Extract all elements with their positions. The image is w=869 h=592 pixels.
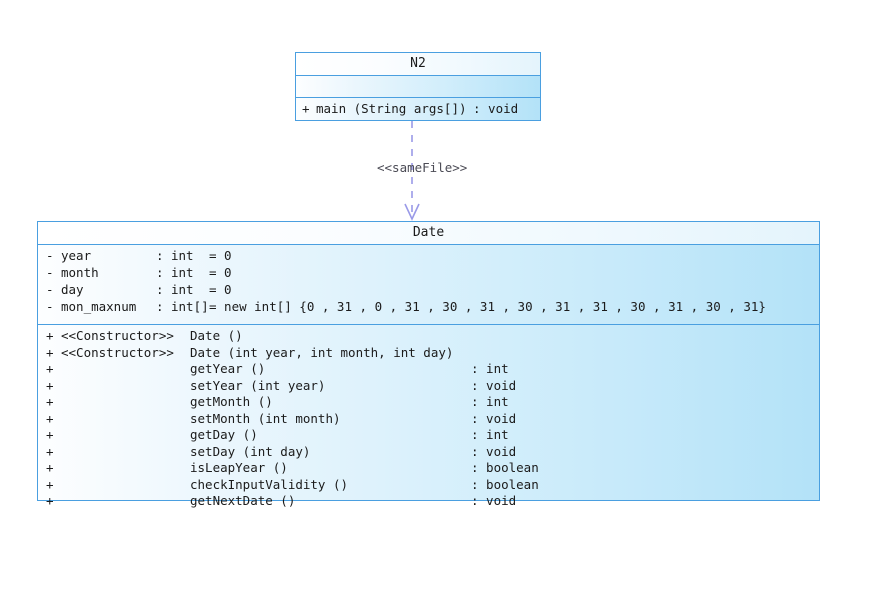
visibility-marker: - <box>46 265 54 280</box>
visibility-marker: - <box>46 248 54 263</box>
attribute-name: year <box>61 248 92 263</box>
dependency-stereotype-label: <<sameFile>> <box>377 160 468 175</box>
operation-signature: setMonth (int month) <box>190 410 341 426</box>
class-box-date[interactable]: Date - year : int = 0 - month : int = 0 … <box>37 221 820 508</box>
attributes-compartment-n2 <box>296 76 540 98</box>
operation-return-type: : int <box>471 427 509 442</box>
attribute-type: int <box>171 248 194 263</box>
attribute-row: - day : int = 0 <box>38 281 819 298</box>
attribute-row: - year : int = 0 <box>38 247 819 264</box>
operation-return-type: : void <box>471 377 517 393</box>
attribute-name: month <box>61 265 99 280</box>
attribute-colon: : <box>156 265 164 280</box>
dependency-open-arrowhead <box>404 203 420 221</box>
operations-compartment-n2: + main (String args[]) : void <box>296 98 540 120</box>
operation-signature: getYear () <box>190 361 266 376</box>
visibility-marker: - <box>46 299 54 314</box>
operation-signature: getNextDate () <box>190 493 296 508</box>
operation-signature: setYear (int year) <box>190 377 326 393</box>
operation-row: + setDay (int day) : void <box>38 444 819 461</box>
class-name-date: Date <box>38 222 819 245</box>
visibility-marker: + <box>46 476 54 492</box>
attribute-default: = 0 <box>209 265 232 280</box>
attribute-row: - mon_maxnum : int[] = new int[] {0 , 31… <box>38 298 819 315</box>
visibility-marker: + <box>46 410 54 426</box>
attribute-default: = 0 <box>209 282 232 297</box>
operation-row: + <<Constructor>> Date () <box>38 328 819 345</box>
attribute-name: day <box>61 282 84 297</box>
operation-signature: checkInputValidity () <box>190 476 349 492</box>
operation-row: + getDay () : int <box>38 427 819 444</box>
visibility-marker: + <box>46 493 54 508</box>
visibility-marker: + <box>46 427 54 442</box>
operation-signature: isLeapYear () <box>190 460 288 475</box>
operation-stereotype: <<Constructor>> <box>61 344 174 360</box>
operation-row: + setMonth (int month) : void <box>38 411 819 428</box>
operation-row: + isLeapYear () : boolean <box>38 460 819 477</box>
visibility-marker: + <box>46 460 54 475</box>
operation-return-type: : int <box>471 361 509 376</box>
visibility-marker: - <box>46 282 54 297</box>
attribute-type: int <box>171 265 194 280</box>
attribute-default: = 0 <box>209 248 232 263</box>
attribute-default: = new int[] {0 , 31 , 0 , 31 , 30 , 31 ,… <box>209 299 766 314</box>
attributes-compartment-date: - year : int = 0 - month : int = 0 - day… <box>38 245 819 325</box>
operation-return-type: : boolean <box>471 476 539 492</box>
attribute-colon: : <box>156 299 164 314</box>
operation-row: + main (String args[]) : void <box>296 98 540 119</box>
visibility-marker: + <box>46 328 54 343</box>
attribute-name: mon_maxnum <box>61 299 137 314</box>
operations-compartment-date: + <<Constructor>> Date () + <<Constructo… <box>38 325 819 508</box>
visibility-marker: + <box>46 377 54 393</box>
attribute-row: - month : int = 0 <box>38 264 819 281</box>
visibility-marker: + <box>46 443 54 459</box>
operation-signature: setDay (int day) <box>190 443 311 459</box>
operation-signature: getMonth () <box>190 394 273 409</box>
class-box-n2[interactable]: N2 + main (String args[]) : void <box>295 52 541 121</box>
class-name-n2: N2 <box>296 53 540 76</box>
operation-return-type: : void <box>471 443 517 459</box>
visibility-marker: + <box>302 101 310 116</box>
visibility-marker: + <box>46 394 54 409</box>
operation-signature: getDay () <box>190 427 258 442</box>
visibility-marker: + <box>46 361 54 376</box>
operation-return-type: : void <box>471 493 517 508</box>
operation-row: + checkInputValidity () : boolean <box>38 477 819 494</box>
visibility-marker: + <box>46 344 54 360</box>
operation-row: + getYear () : int <box>38 361 819 378</box>
operation-return-type: : int <box>471 394 509 409</box>
attribute-type: int[] <box>171 299 209 314</box>
operation-row: + <<Constructor>> Date (int year, int mo… <box>38 345 819 362</box>
operation-signature: Date (int year, int month, int day) <box>190 344 454 360</box>
operation-return-type: : void <box>471 410 517 426</box>
operation-return-type: : void <box>473 101 519 116</box>
operation-stereotype: <<Constructor>> <box>61 328 174 343</box>
operation-row: + setYear (int year) : void <box>38 378 819 395</box>
operation-signature: Date () <box>190 328 243 343</box>
attribute-colon: : <box>156 248 164 263</box>
operation-return-type: : boolean <box>471 460 539 475</box>
operation-row: + getMonth () : int <box>38 394 819 411</box>
operation-signature: main (String args[]) <box>316 101 467 116</box>
operation-row: + getNextDate () : void <box>38 493 819 510</box>
attribute-colon: : <box>156 282 164 297</box>
attribute-type: int <box>171 282 194 297</box>
